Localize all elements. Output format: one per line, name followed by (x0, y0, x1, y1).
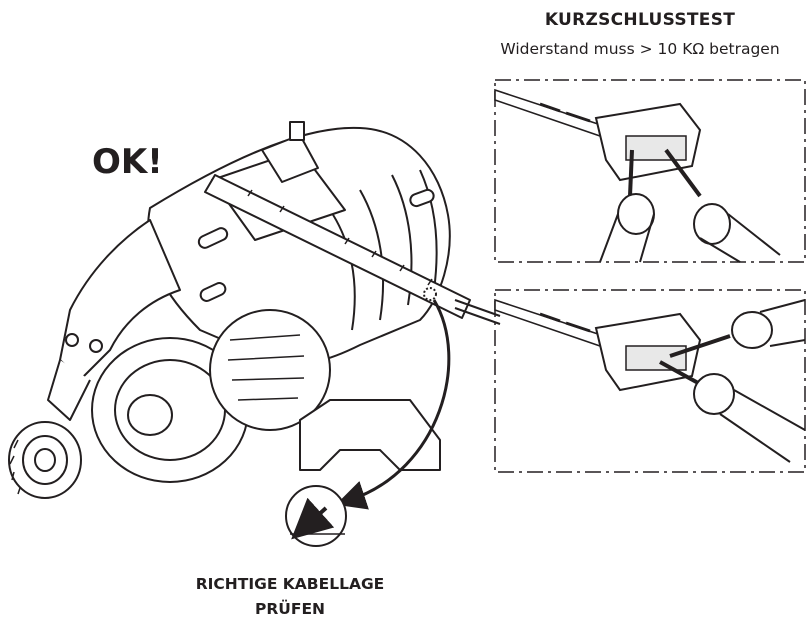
cable-detail-circle (285, 485, 347, 547)
front-ring-hub (127, 394, 173, 436)
connector-pins (625, 135, 687, 161)
cable (494, 88, 606, 138)
check-cable-line-2: PRÜFEN (254, 600, 326, 618)
detail-arrow-icon (291, 497, 335, 540)
arm-bolt (89, 339, 103, 353)
measuring-ruler (204, 174, 471, 319)
vent-slot (197, 227, 229, 249)
test-probe (669, 299, 806, 358)
front-knob-center (34, 448, 56, 472)
arm-strut (47, 359, 91, 421)
check-cable-line-1: RICHTIGE KABELLAGE (195, 575, 385, 593)
clamp-bracket (261, 134, 319, 183)
motor-unit-illustration (8, 121, 501, 499)
clamp-screw (289, 121, 305, 141)
test-panel-2 (494, 289, 806, 473)
test-probe (599, 149, 655, 263)
housing-rib (359, 189, 385, 321)
test-probe (659, 360, 806, 463)
connector-pins (625, 345, 687, 371)
winding-lines (227, 334, 305, 401)
vent-slot (409, 188, 435, 208)
ok-label: OK! (92, 142, 163, 182)
ruler-check-point (423, 287, 437, 301)
detail-arrow (335, 299, 451, 510)
cable (494, 298, 606, 348)
resistance-requirement-text: Widerstand muss > 10 KΩ betragen (500, 40, 780, 58)
check-cable-caption: RICHTIGE KABELLAGE PRÜFEN (160, 572, 420, 622)
arm-bolt (65, 333, 79, 347)
short-circuit-test-title: KURZSCHLUSSTEST (544, 10, 736, 30)
test-probe (664, 148, 781, 263)
test-panel-1 (494, 79, 806, 263)
base-foot (299, 399, 441, 471)
housing-rib (419, 169, 438, 291)
knob-ridges (9, 439, 21, 495)
cable-exit (454, 299, 501, 325)
ruler-ticks (247, 189, 433, 286)
vent-slot (199, 282, 227, 302)
